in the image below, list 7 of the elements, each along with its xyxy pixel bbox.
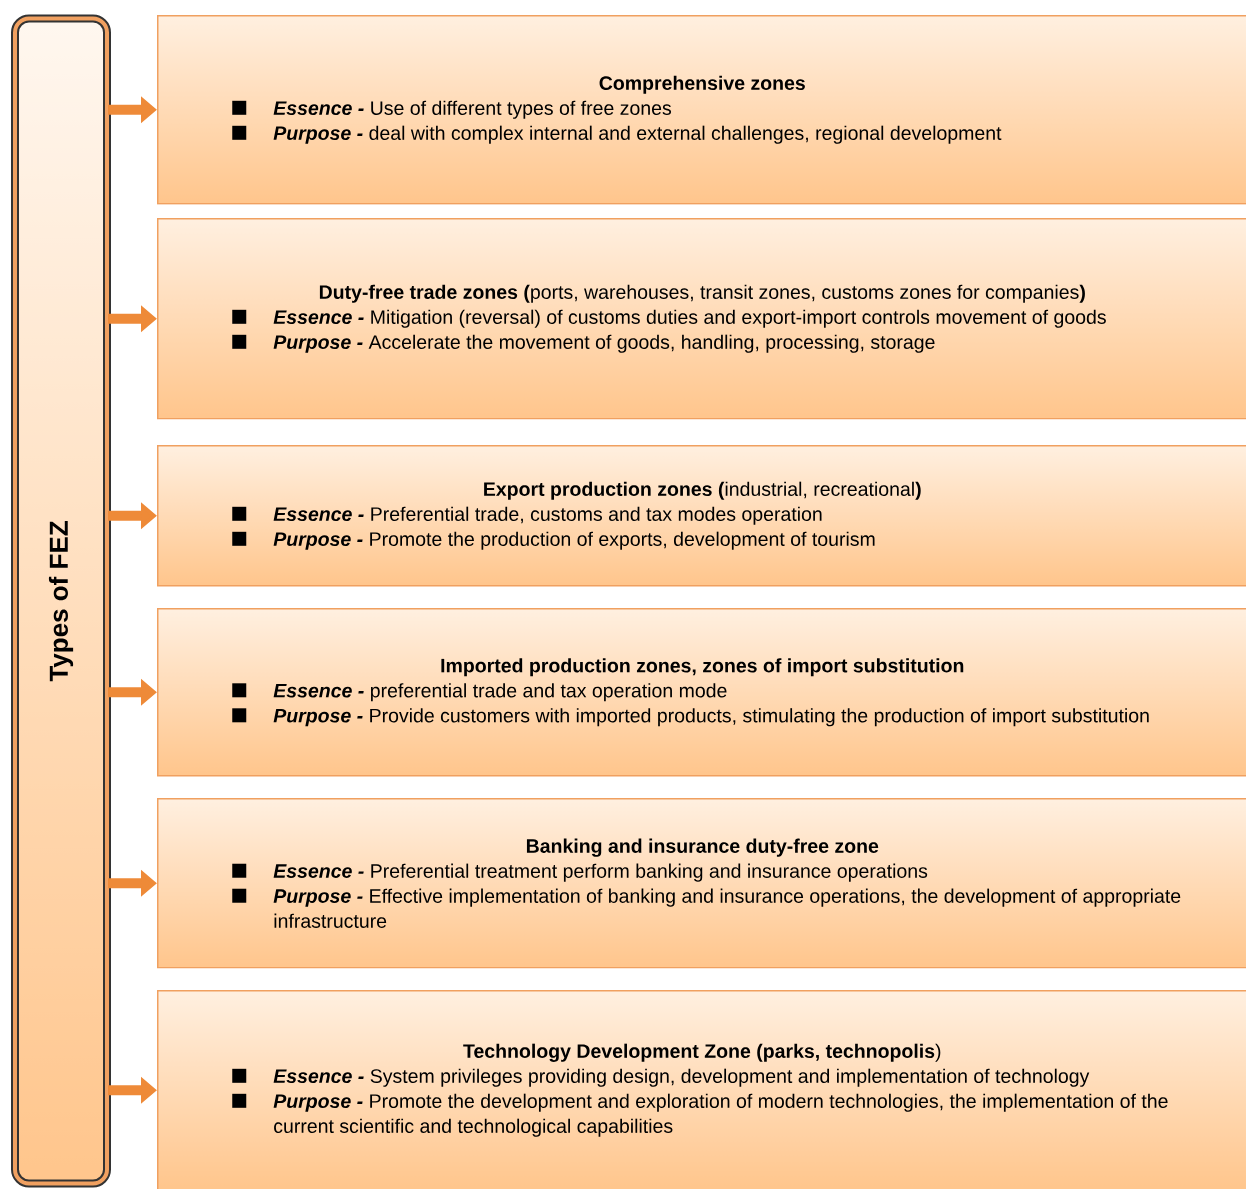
title-bar: Types of FEZ: [11, 14, 111, 1188]
zone-box: Banking and insurance duty-free zone Essence - Preferential treatment perform banking and insurance operations Purpose - Effective implementation of banking and insurance operations, the development of appropriate infrastructure: [157, 798, 1246, 969]
zone-box: Technology Development Zone (parks, technopolis) Essence - System privileges providing design, development and implementation of technology Purpose - Promote the development and exploration of modern technologies, the implementation of the current scientific and technological capabilities: [157, 990, 1246, 1189]
zone-box: Imported production zones, zones of import substitution Essence - preferential trade and tax operation mode Purpose - Provide customers with imported products, stimulating the production of import substitution: [157, 608, 1246, 777]
zone-box: Export production zones (industrial, recreational) Essence - Preferential trade, customs and tax modes operation Purpose - Promote the production of exports, development of tourism: [157, 445, 1246, 587]
zone-box: Comprehensive zones Essence - Use of different types of free zones Purpose - deal with complex internal and external challenges, regional development: [157, 15, 1246, 205]
zone-box: Duty-free trade zones (ports, warehouses, transit zones, customs zones for companies) Essence - Mitigation (reversal) of customs duties and export-import controls movement of goods Purpose - Accelerate the movement of goods, handling, processing, storage: [157, 218, 1246, 420]
